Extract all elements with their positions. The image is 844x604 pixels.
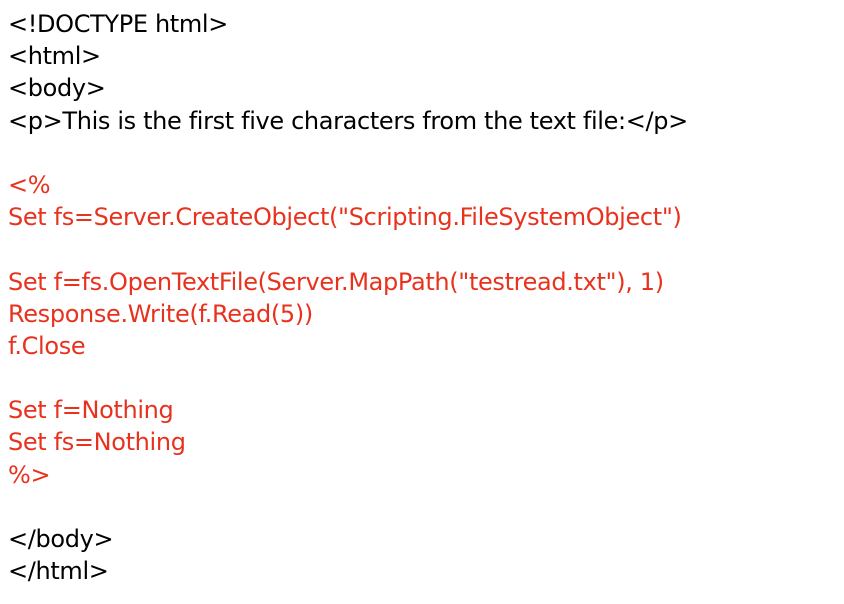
blank-line xyxy=(8,362,838,394)
code-line-asp-close: %> xyxy=(8,460,51,489)
blank-line xyxy=(8,137,838,169)
code-line-asp-open: <% xyxy=(8,170,51,199)
code-line-body-close: </body> xyxy=(8,525,114,553)
code-line-html-close: </html> xyxy=(8,557,109,586)
code-listing: <!DOCTYPE html> <html> <body> <p>This is… xyxy=(8,8,838,587)
code-line-html-open: <html> xyxy=(8,42,101,71)
code-line-file-close: f.Close xyxy=(8,331,86,360)
code-line-body-open: <body> xyxy=(8,74,106,103)
code-line-release-fso: Set fs=Nothing xyxy=(8,428,186,457)
code-line-paragraph: <p>This is the first five characters fro… xyxy=(8,106,688,135)
code-line-doctype: <!DOCTYPE html> xyxy=(8,10,228,38)
code-line-create-object: Set fs=Server.CreateObject("Scripting.Fi… xyxy=(8,203,682,232)
blank-line xyxy=(8,491,838,523)
code-line-open-text-file: Set f=fs.OpenTextFile(Server.MapPath("te… xyxy=(8,267,664,296)
blank-line xyxy=(8,233,838,265)
code-line-response-write: Response.Write(f.Read(5)) xyxy=(8,299,313,328)
code-line-release-file: Set f=Nothing xyxy=(8,396,174,425)
